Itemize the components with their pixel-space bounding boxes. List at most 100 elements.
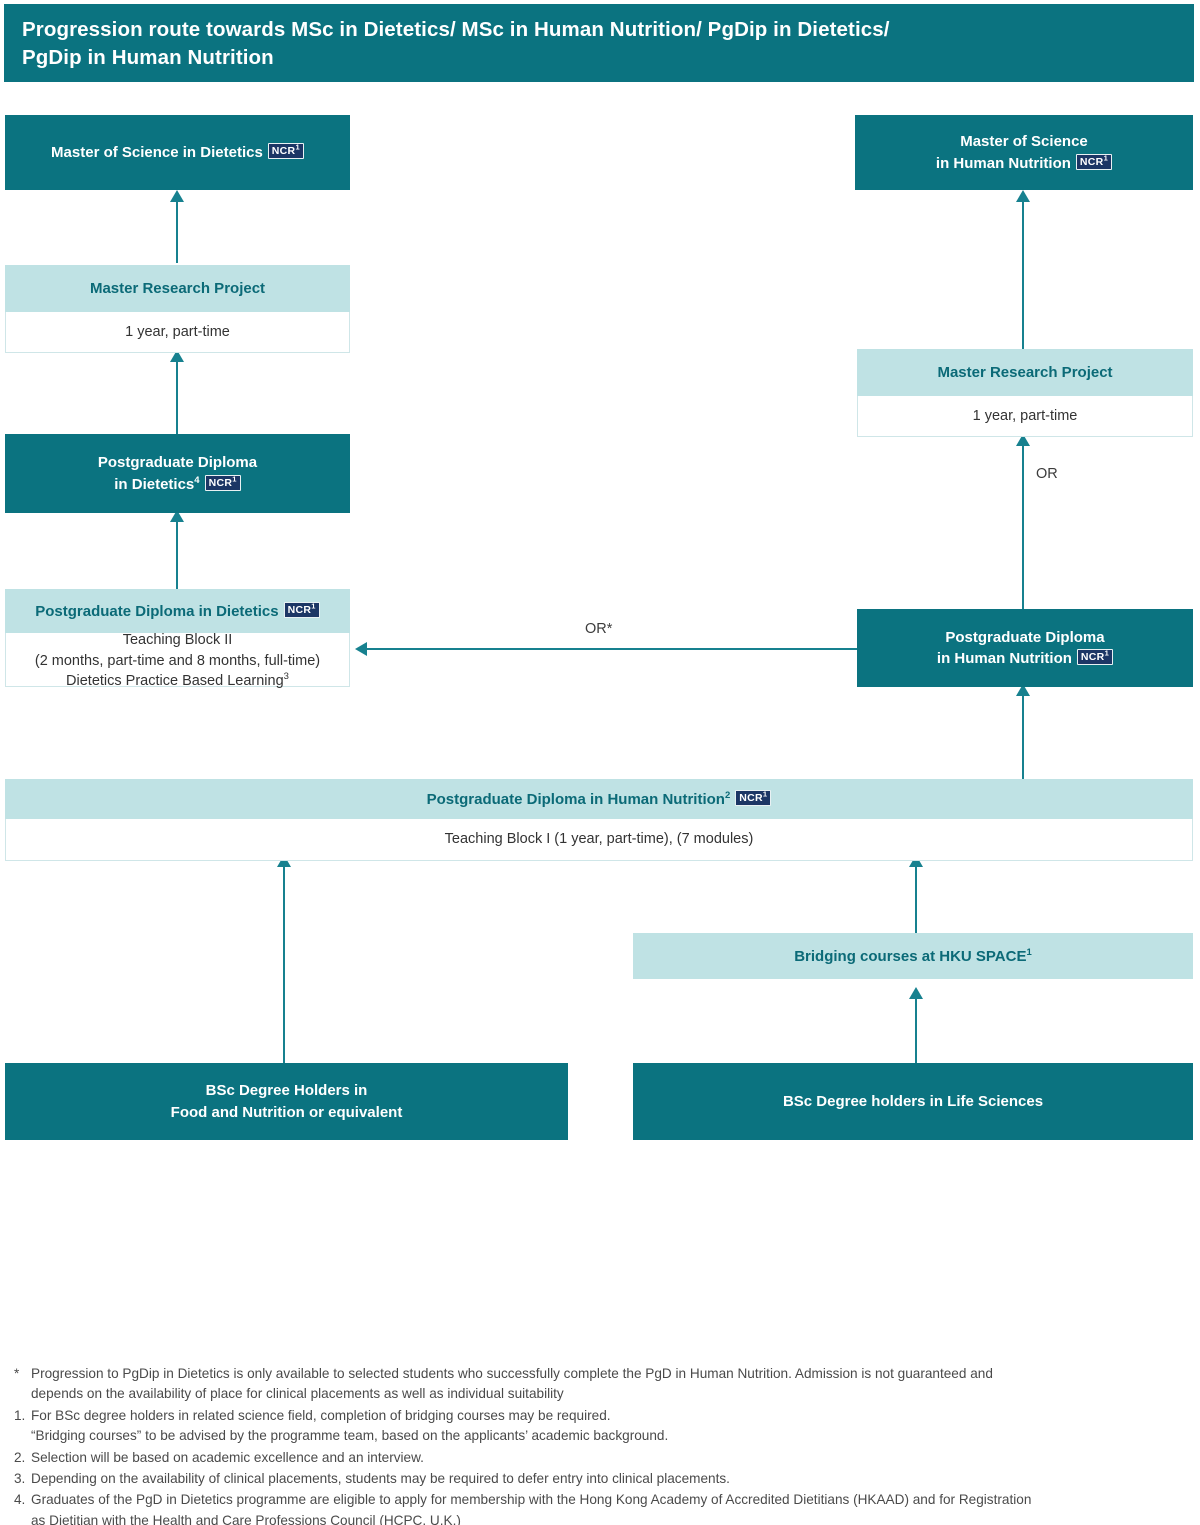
- ncr-badge: NCR1: [267, 142, 304, 159]
- footnote-item: 1. For BSc degree holders in related sci…: [14, 1406, 1189, 1447]
- node-msc-human-nutrition-line1: Master of Science: [960, 133, 1088, 151]
- ncr-badge-label: NCR: [1079, 155, 1104, 168]
- page-title: Progression route towards MSc in Dieteti…: [22, 18, 890, 70]
- node-master-research-project-right-header[interactable]: Master Research Project: [857, 349, 1193, 396]
- or-label-right: OR: [1036, 466, 1058, 482]
- connector-arrow-tb1-to-pgdiphn: [1016, 684, 1030, 696]
- node-pgdip-dietetics-tb2-line2: (2 months, part-time and 8 months, full-…: [34, 652, 321, 669]
- connector-line-bridging-to-tb1: [915, 861, 917, 933]
- node-bridging-courses-text: Bridging courses at HKU SPACE1: [794, 946, 1032, 967]
- node-master-research-project-left-body: 1 year, part-time: [5, 312, 350, 353]
- connector-line-tb1-to-pgdiphn: [1022, 687, 1024, 783]
- footnote-text: Selection will be based on academic exce…: [31, 1448, 1189, 1468]
- node-pgdip-human-nutrition-tb1-title: Postgraduate Diploma in Human Nutrition: [426, 790, 725, 808]
- node-msc-human-nutrition-line2: in Human Nutrition: [935, 154, 1071, 172]
- ncr-badge-sup: 1: [1103, 153, 1109, 162]
- footnote-text: For BSc degree holders in related scienc…: [31, 1406, 1189, 1447]
- connector-line-mrpright-to-mschumannutrition: [1022, 193, 1024, 353]
- node-pgdip-human-nutrition-tb1-header-text: Postgraduate Diploma in Human Nutrition2…: [427, 789, 772, 810]
- node-bsc-life-sciences[interactable]: BSc Degree holders in Life Sciences: [633, 1063, 1193, 1140]
- node-pgdip-dietetics-tb2-footnote-ref: 3: [283, 671, 289, 683]
- footnote-text-continuation: depends on the availability of place for…: [31, 1386, 564, 1402]
- footnote-marker: *: [14, 1366, 20, 1381]
- connector-arrow-tb2-to-pgdipdietetics: [170, 510, 184, 522]
- node-pgdip-dietetics-tb2-line3: Dietetics Practice Based Learning: [66, 673, 284, 690]
- node-bsc-food-nutrition[interactable]: BSc Degree Holders in Food and Nutrition…: [5, 1063, 568, 1140]
- ncr-badge-sup: 1: [295, 142, 300, 152]
- ncr-badge-label: NCR: [287, 603, 312, 616]
- node-pgdip-human-nutrition-tb1-footnote-ref: 2: [724, 789, 731, 801]
- node-bsc-life-sciences-label: BSc Degree holders in Life Sciences: [782, 1092, 1044, 1110]
- node-master-research-project-right-body: 1 year, part-time: [857, 396, 1193, 437]
- ncr-badge-label: NCR: [208, 476, 233, 489]
- connector-line-pgdipdietetics-to-mrpleft: [176, 353, 178, 435]
- footnote-text-main: Progression to PgDip in Dietetics is onl…: [31, 1366, 993, 1381]
- connector-line-pgdiphn-to-mrpright: [1022, 437, 1024, 612]
- footnote-text: Progression to PgDip in Dietetics is onl…: [31, 1364, 1189, 1405]
- connector-arrow-pgdiphn-to-mrpright: [1016, 434, 1030, 446]
- ncr-badge-sup: 1: [762, 789, 768, 798]
- footnote-item: 4. Graduates of the PgD in Dietetics pro…: [14, 1490, 1189, 1525]
- node-pgdip-dietetics-line2: in Dietetics: [114, 475, 195, 493]
- footnote-text: Graduates of the PgD in Dietetics progra…: [31, 1490, 1189, 1525]
- node-master-research-project-right-title: Master Research Project: [937, 364, 1113, 381]
- footnote-item: 2. Selection will be based on academic e…: [14, 1448, 1189, 1468]
- node-pgdip-dietetics-tb2-line1: Teaching Block II: [122, 632, 233, 649]
- node-pgdip-dietetics-line1: Postgraduate Diploma: [97, 454, 258, 472]
- or-star-label: OR*: [585, 621, 613, 637]
- footnote-text-main: Selection will be based on academic exce…: [31, 1449, 424, 1465]
- node-bsc-food-nutrition-text: BSc Degree Holders in Food and Nutrition…: [171, 1080, 403, 1123]
- node-bridging-courses[interactable]: Bridging courses at HKU SPACE1: [633, 933, 1193, 979]
- ncr-badge: NCR1: [735, 789, 772, 806]
- footnote-text-main: For BSc degree holders in related scienc…: [31, 1407, 611, 1423]
- ncr-badge-label: NCR: [1080, 651, 1105, 663]
- node-pgdip-human-nutrition-tb1-header[interactable]: Postgraduate Diploma in Human Nutrition2…: [5, 779, 1193, 819]
- footnote-item: 3. Depending on the availability of clin…: [14, 1469, 1189, 1489]
- connector-arrow-mrpleft-to-mscdietetics: [170, 190, 184, 202]
- node-pgdip-dietetics-tb2-body: Teaching Block II (2 months, part-time a…: [5, 632, 350, 689]
- node-pgdip-human-nutrition-line2: in Human Nutrition: [936, 650, 1072, 667]
- node-master-research-project-left-header[interactable]: Master Research Project: [5, 265, 350, 312]
- node-bsc-food-nutrition-line2: Food and Nutrition or equivalent: [170, 1103, 403, 1121]
- ncr-badge-sup: 1: [1104, 648, 1110, 658]
- ncr-badge: NCR1: [283, 601, 320, 618]
- node-master-research-project-left-duration: 1 year, part-time: [125, 323, 230, 340]
- node-msc-dietetics-label: Master of Science in Dietetics: [51, 143, 263, 161]
- footnote-marker: 3.: [14, 1470, 26, 1486]
- connector-arrow-mrpright-to-mschumannutrition: [1016, 190, 1030, 202]
- node-pgdip-human-nutrition-tb1-body: Teaching Block I (1 year, part-time), (7…: [5, 819, 1193, 861]
- node-master-research-project-right-duration: 1 year, part-time: [972, 407, 1078, 424]
- node-pgdip-dietetics-footnote-ref: 4: [194, 474, 200, 486]
- footnote-marker: 1.: [14, 1407, 26, 1423]
- node-pgdip-dietetics-tb2-body-text: Teaching Block II (2 months, part-time a…: [35, 630, 320, 692]
- footnote-marker: 4.: [14, 1492, 26, 1508]
- footnotes-list: * Progression to PgDip in Dietetics is o…: [14, 1364, 1189, 1525]
- connector-line-or-star: [366, 648, 858, 650]
- node-pgdip-dietetics-tb2-title: Postgraduate Diploma in Dietetics: [35, 602, 279, 620]
- footnote-text: Depending on the availability of clinica…: [31, 1469, 1189, 1489]
- connector-line-bscfood-to-tb1: [283, 861, 285, 1063]
- connector-line-mrpleft-to-mscdietetics: [176, 193, 178, 263]
- ncr-badge-sup: 1: [311, 601, 316, 610]
- ncr-badge: NCR1: [1075, 153, 1113, 170]
- footnote-text-continuation: “Bridging courses” to be advised by the …: [31, 1428, 669, 1444]
- footnote-text-main: Graduates of the PgD in Dietetics progra…: [31, 1492, 1032, 1508]
- connector-line-tb2-to-pgdipdietetics: [176, 513, 178, 591]
- footnote-marker: 2.: [14, 1449, 26, 1465]
- connector-line-bsclife-to-bridging: [915, 993, 917, 1063]
- connector-arrow-bsclife-to-bridging: [909, 987, 923, 999]
- connector-arrow-pgdipdietetics-to-mrpleft: [170, 350, 184, 362]
- node-bridging-courses-label: Bridging courses at HKU SPACE: [794, 947, 1027, 965]
- footnote-item: * Progression to PgDip in Dietetics is o…: [14, 1364, 1189, 1405]
- node-master-research-project-left-title: Master Research Project: [89, 280, 266, 297]
